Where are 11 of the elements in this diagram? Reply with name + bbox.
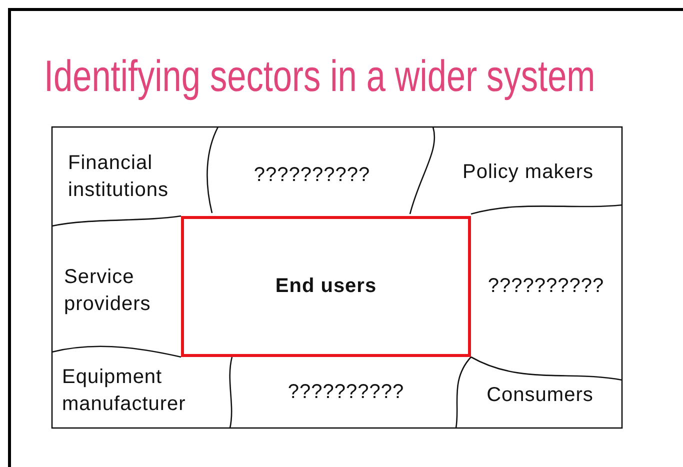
sector-label: Service providers (64, 265, 152, 317)
sector-label: Policy makers (462, 160, 594, 184)
slide-title: Identifying sectors in a wider system (44, 52, 596, 102)
sector-label: Equipment manufacturer (62, 365, 187, 417)
sector-label: Financial institutions (68, 151, 170, 203)
sector-label: Consumers (486, 382, 594, 408)
sector-label: ?????????? (254, 162, 370, 188)
focus-box (181, 216, 471, 357)
sector-label: ?????????? (488, 274, 604, 298)
sector-label: End users (275, 274, 377, 299)
sector-label: ?????????? (288, 380, 404, 404)
